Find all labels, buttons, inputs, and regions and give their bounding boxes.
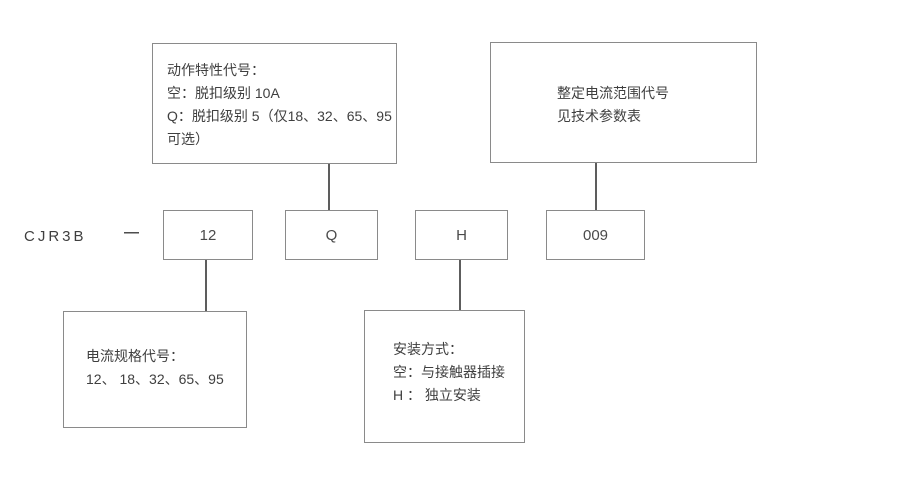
model-prefix-label: CJR3B bbox=[24, 228, 87, 245]
separator-dash: — bbox=[124, 224, 139, 241]
callout-action-line-3: Q：脱扣级别 5（仅18、32、65、95 bbox=[167, 108, 392, 124]
callout-spec-line-1: 电流规格代号： bbox=[86, 348, 184, 364]
code-box-current-spec: 12 bbox=[163, 210, 253, 260]
callout-mount-line-2: 空：与接触器插接 bbox=[393, 364, 505, 380]
code-box-mounting-mode-value: H bbox=[456, 226, 467, 244]
callout-mount-line-1: 安装方式： bbox=[393, 341, 463, 357]
code-box-mounting-mode: H bbox=[415, 210, 508, 260]
code-box-current-spec-value: 12 bbox=[199, 226, 217, 244]
code-box-action-characteristic: Q bbox=[285, 210, 378, 260]
callout-action-line-4: 可选） bbox=[167, 131, 209, 147]
callout-action-characteristic: 动作特性代号： 空：脱扣级别 10A Q：脱扣级别 5（仅18、32、65、95… bbox=[152, 43, 397, 164]
connector-range-to-009 bbox=[595, 163, 597, 210]
callout-action-line-1: 动作特性代号： bbox=[167, 62, 265, 78]
callout-mount-line-3: H ： 独立安装 bbox=[393, 387, 481, 403]
callout-spec-line-2: 12、 18、32、65、95 bbox=[86, 371, 224, 387]
code-box-setting-current-range-value: 009 bbox=[582, 226, 609, 244]
connector-action-to-q bbox=[328, 164, 330, 210]
connector-12-to-spec bbox=[205, 260, 207, 311]
code-box-action-characteristic-value: Q bbox=[325, 226, 338, 244]
connector-h-to-mount bbox=[459, 260, 461, 310]
callout-range-line-1: 整定电流范围代号 bbox=[557, 85, 669, 101]
callout-setting-current-range: 整定电流范围代号 见技术参数表 bbox=[490, 42, 757, 163]
callout-range-line-2: 见技术参数表 bbox=[557, 108, 641, 124]
callout-current-spec: 电流规格代号： 12、 18、32、65、95 bbox=[63, 311, 247, 428]
code-box-setting-current-range: 009 bbox=[546, 210, 645, 260]
callout-action-line-2: 空：脱扣级别 10A bbox=[167, 85, 280, 101]
callout-mounting-mode: 安装方式： 空：与接触器插接 H ： 独立安装 bbox=[364, 310, 525, 443]
